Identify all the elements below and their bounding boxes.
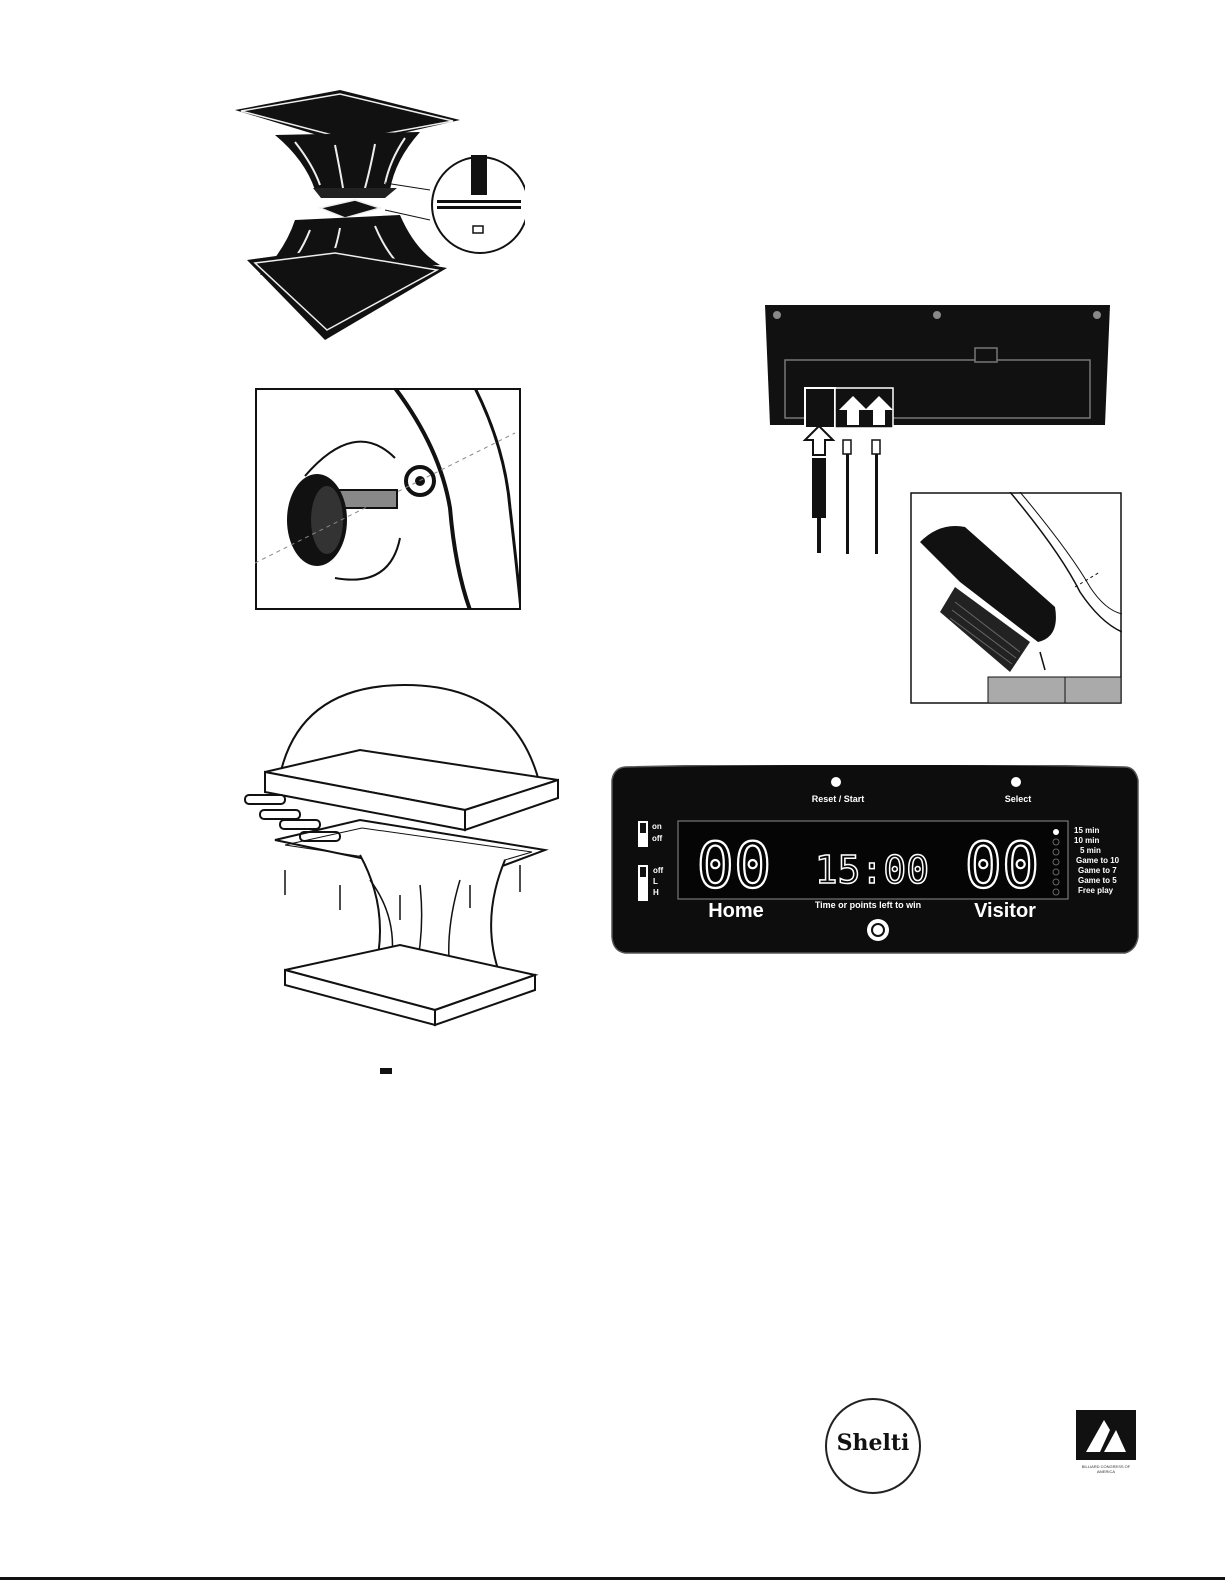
bottom-rule <box>0 1577 1225 1580</box>
shelti-logo-text: Shelti <box>827 1430 919 1456</box>
mode-5-min: 5 min <box>1080 846 1101 855</box>
goal-mounting-detail-illustration <box>910 492 1122 704</box>
select-label: Select <box>1005 794 1032 804</box>
visitor-score: 00 <box>965 829 1040 902</box>
bca-logo-text: BILLIARD CONGRESS OF AMERICA <box>1074 1464 1138 1474</box>
mode-game-to-10: Game to 10 <box>1076 856 1120 865</box>
mode-15-min: 15 min <box>1074 826 1099 835</box>
coin-button-icon[interactable] <box>867 919 889 941</box>
volume-low-label: L <box>653 877 658 886</box>
bca-logo: BILLIARD CONGRESS OF AMERICA <box>1074 1408 1138 1488</box>
timer-display: 15:00 <box>815 848 929 892</box>
home-label: Home <box>708 900 764 922</box>
mode-free-play: Free play <box>1078 886 1114 895</box>
volume-off-label: off <box>653 866 664 875</box>
home-score: 00 <box>697 829 772 902</box>
pedestal-assembly-illustration <box>225 80 525 345</box>
reset-start-label: Reset / Start <box>812 794 865 804</box>
bca-emblem-icon <box>1074 1408 1138 1462</box>
mode-game-to-7: Game to 7 <box>1078 866 1117 875</box>
mode-10-min: 10 min <box>1074 836 1099 845</box>
reset-button-icon[interactable] <box>831 777 841 787</box>
power-on-label: on <box>652 822 662 831</box>
center-caption: Time or points left to win <box>815 900 921 910</box>
power-off-label: off <box>652 834 663 843</box>
mode-game-to-5: Game to 5 <box>1078 876 1117 885</box>
select-button-icon[interactable] <box>1011 777 1021 787</box>
shelti-logo: Shelti <box>825 1398 921 1494</box>
scoreboard-panel: Reset / Start Select on off off L H 00 1… <box>610 765 1140 955</box>
visitor-label: Visitor <box>974 900 1036 922</box>
volume-high-label: H <box>653 888 659 897</box>
dome-assembly-illustration <box>240 680 570 1080</box>
leveler-foot-illustration <box>255 388 521 610</box>
